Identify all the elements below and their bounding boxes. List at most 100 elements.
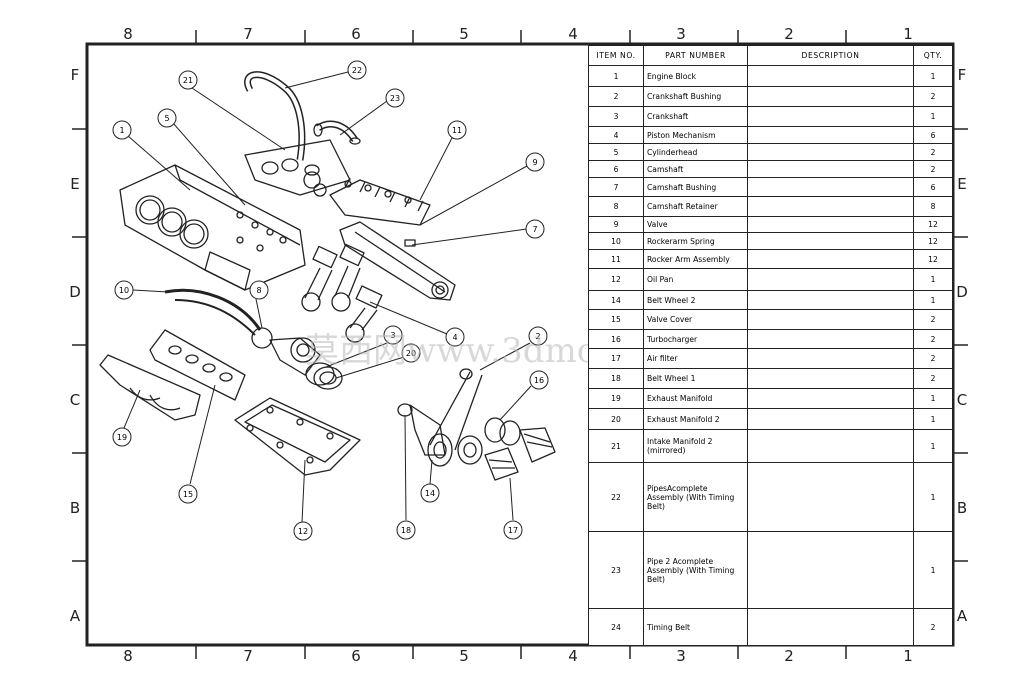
callout-number: 2: [535, 332, 540, 341]
zone-col-label: 8: [123, 647, 133, 665]
callout-number: 19: [117, 433, 127, 442]
zone-row-label: F: [958, 66, 967, 84]
bom-item: 14: [588, 290, 644, 310]
callout-balloon: 15: [178, 484, 198, 504]
callout-balloon: 9: [525, 152, 545, 172]
bom-part: Crankshaft Bushing: [643, 86, 748, 107]
callout-balloon: 16: [529, 370, 549, 390]
callout-number: 8: [256, 286, 261, 295]
zone-columns-top: 8 7 6 5 4 3 2 1: [123, 25, 913, 43]
callout-number: 17: [508, 526, 518, 535]
bom-col-item: ITEM NO.: [588, 45, 644, 66]
bom-item: 22: [588, 462, 644, 532]
callout-balloons: 21 22 23 1 5 11 9 7 10 8 4 3 20 2 16 19 …: [112, 60, 549, 541]
callout-balloon: 12: [293, 521, 313, 541]
bom-qty: 1: [913, 408, 953, 430]
zone-row-label: D: [69, 283, 81, 301]
bom-part: Camshaft: [643, 160, 748, 178]
bom-desc: [747, 348, 914, 369]
bom-desc: [747, 429, 914, 463]
zone-row-label: E: [957, 175, 966, 193]
zone-col-label: 4: [568, 25, 578, 43]
callout-balloon: 21: [178, 70, 198, 90]
callout-balloon: 11: [447, 120, 467, 140]
bom-qty: 2: [913, 329, 953, 349]
callout-number: 15: [183, 490, 193, 499]
bom-item: 4: [588, 126, 644, 144]
callout-balloon: 2: [528, 326, 548, 346]
bom-item: 12: [588, 268, 644, 291]
bom-part: Exhaust Manifold 2: [643, 408, 748, 430]
bom-desc: [747, 309, 914, 330]
bom-item: 2: [588, 86, 644, 107]
bom-item: 20: [588, 408, 644, 430]
bom-desc: [747, 143, 914, 161]
bom-desc: [747, 290, 914, 310]
bom-item: 10: [588, 232, 644, 250]
zone-col-label: 3: [676, 25, 686, 43]
callout-number: 22: [352, 66, 362, 75]
zone-col-label: 8: [123, 25, 133, 43]
bom-desc: [747, 86, 914, 107]
bom-item: 17: [588, 348, 644, 369]
bom-item: 24: [588, 608, 644, 646]
accessory-parts: [397, 368, 556, 481]
callout-number: 10: [119, 286, 129, 295]
bom-qty: 2: [913, 309, 953, 330]
bom-item: 11: [588, 249, 644, 269]
piston-mechanism: [301, 243, 383, 343]
bom-item: 5: [588, 143, 644, 161]
callout-balloon: 3: [383, 325, 403, 345]
zone-col-label: 2: [784, 25, 794, 43]
zone-row-label: F: [71, 66, 80, 84]
bom-item: 15: [588, 309, 644, 330]
bom-qty: 1: [913, 290, 953, 310]
bom-qty: 2: [913, 348, 953, 369]
bom-qty: 2: [913, 368, 953, 389]
bom-col-qty: QTY.: [913, 45, 953, 66]
callout-balloon: 19: [112, 427, 132, 447]
bom-item: 19: [588, 388, 644, 409]
bom-desc: [747, 196, 914, 217]
callout-number: 23: [390, 94, 400, 103]
bom-part: Piston Mechanism: [643, 126, 748, 144]
zone-row-label: B: [70, 499, 80, 517]
bom-part: Valve Cover: [643, 309, 748, 330]
bom-qty: 1: [913, 462, 953, 532]
bom-part: Pipe 2 Acomplete Assembly (With Timing B…: [643, 531, 748, 609]
callout-balloon: 5: [157, 108, 177, 128]
bom-part: Cylinderhead: [643, 143, 748, 161]
callout-number: 1: [119, 126, 124, 135]
engine-block: [119, 164, 306, 291]
bom-qty: 2: [913, 143, 953, 161]
zone-col-label: 5: [459, 25, 469, 43]
callout-number: 11: [452, 126, 462, 135]
zone-rows-left: F E D C B A: [69, 66, 81, 625]
bom-item: 7: [588, 177, 644, 197]
leader-lines: [123, 71, 532, 523]
bom-qty: 1: [913, 429, 953, 463]
bom-desc: [747, 608, 914, 646]
zone-columns-bottom: 8 7 6 5 4 3 2 1: [123, 647, 913, 665]
zone-col-label: 6: [351, 647, 361, 665]
bom-part: Belt Wheel 1: [643, 368, 748, 389]
exhaust-manifold: [99, 354, 201, 421]
bom-desc: [747, 160, 914, 178]
callout-number: 5: [164, 114, 169, 123]
callout-balloon: 10: [114, 280, 134, 300]
bom-header: ITEM NO. PART NUMBER DESCRIPTION QTY.: [588, 45, 953, 66]
bom-desc: [747, 531, 914, 609]
bom-desc: [747, 329, 914, 349]
